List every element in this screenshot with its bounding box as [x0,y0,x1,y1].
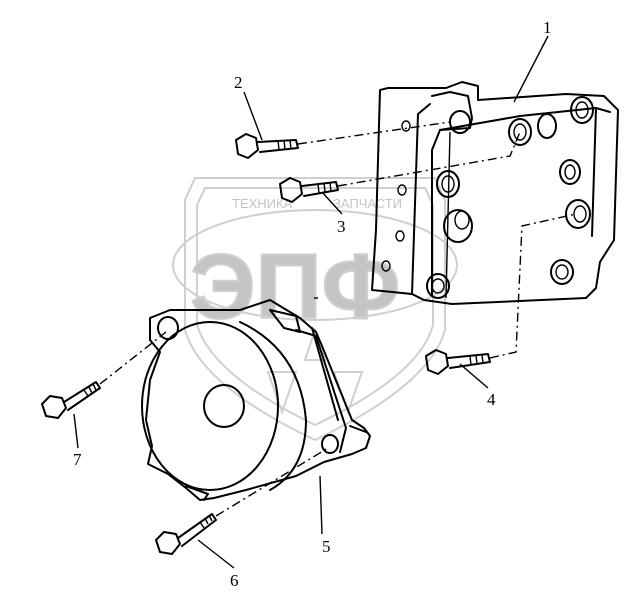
callout-1: 1 [543,18,552,37]
bolt-7 [41,381,101,419]
assembly-lines [99,121,577,517]
bracket-plate [371,81,619,305]
callout-6: 6 [230,571,239,590]
callout-7: 7 [73,450,82,469]
housing-unit [141,299,371,501]
callout-2: 2 [234,73,243,92]
callout-4: 4 [487,390,496,409]
bolt-3 [279,177,339,203]
callout-3: 3 [337,217,346,236]
leader-lines [73,35,549,569]
watermark-logo: ЭПФ [190,236,400,338]
watermark-text-left: ТЕХНИКА [232,196,293,211]
bolt-2 [235,133,299,159]
bolt-6 [155,513,217,555]
watermark-text-right: ЗАПЧАСТИ [333,196,402,211]
bolt-4 [425,349,491,375]
callout-5: 5 [322,537,331,556]
watermark-shield: ТЕХНИКА ЗАПЧАСТИ ЭПФ [172,177,458,442]
